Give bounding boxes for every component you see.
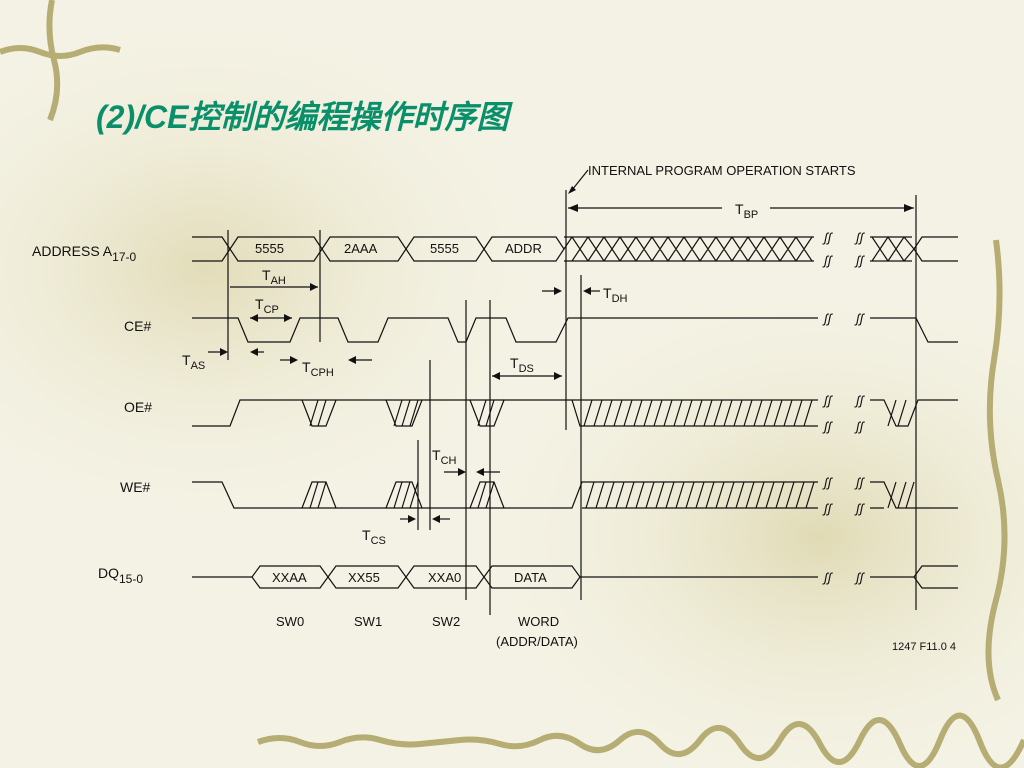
step-label-word: WORD bbox=[518, 614, 559, 629]
step-label-sw1: SW1 bbox=[354, 614, 382, 629]
svg-text:ʃʃ: ʃʃ bbox=[822, 253, 834, 268]
tas-label: TAS bbox=[182, 352, 205, 372]
svg-text:ʃʃ: ʃʃ bbox=[854, 393, 866, 408]
address-dont-care bbox=[563, 236, 958, 262]
svg-text:ʃʃ: ʃʃ bbox=[822, 501, 834, 516]
data-value-4: DATA bbox=[514, 570, 547, 585]
address-value-4: ADDR bbox=[505, 241, 542, 256]
ce-waveform bbox=[192, 317, 958, 343]
svg-text:ʃʃ: ʃʃ bbox=[854, 311, 866, 326]
svg-text:ʃʃ: ʃʃ bbox=[854, 501, 866, 516]
data-value-2: XX55 bbox=[348, 570, 380, 585]
svg-text:ʃʃ: ʃʃ bbox=[854, 570, 866, 585]
svg-text:ʃʃ: ʃʃ bbox=[822, 230, 834, 245]
tds-label: TDS bbox=[510, 355, 534, 375]
svg-text:ʃʃ: ʃʃ bbox=[822, 419, 834, 434]
tbp-label: TBP bbox=[735, 201, 758, 221]
step-label-sw0: SW0 bbox=[276, 614, 304, 629]
svg-text:ʃʃ: ʃʃ bbox=[822, 475, 834, 490]
tcs-label: TCS bbox=[362, 527, 386, 547]
signal-address-label: ADDRESS A17-0 bbox=[32, 243, 136, 264]
break-marks: ʃʃ ʃʃ ʃʃ ʃʃ bbox=[822, 230, 866, 268]
oe-waveform bbox=[192, 399, 958, 427]
tch-label: TCH bbox=[432, 447, 457, 467]
slide-title: (2)/CE控制的编程操作时序图 bbox=[96, 99, 509, 135]
step-label-addr-data: (ADDR/DATA) bbox=[496, 634, 578, 649]
tah-label: TAH bbox=[262, 267, 286, 287]
address-value-3: 5555 bbox=[430, 241, 459, 256]
we-waveform bbox=[192, 481, 958, 509]
address-value-2: 2AAA bbox=[344, 241, 378, 256]
internal-program-note: INTERNAL PROGRAM OPERATION STARTS bbox=[588, 163, 856, 178]
svg-text:ʃʃ: ʃʃ bbox=[822, 393, 834, 408]
svg-text:ʃʃ: ʃʃ bbox=[854, 419, 866, 434]
tdh-label: TDH bbox=[603, 285, 628, 305]
data-value-1: XXAA bbox=[272, 570, 307, 585]
step-label-sw2: SW2 bbox=[432, 614, 460, 629]
signal-ce-label: CE# bbox=[124, 318, 151, 334]
svg-text:ʃʃ: ʃʃ bbox=[822, 570, 834, 585]
signal-oe-label: OE# bbox=[124, 399, 152, 415]
figure-footnote: 1247 F11.0 4 bbox=[892, 641, 956, 653]
tcp-label: TCP bbox=[255, 296, 279, 316]
tcph-label: TCPH bbox=[302, 359, 334, 379]
vine-decoration bbox=[0, 44, 121, 59]
signal-we-label: WE# bbox=[120, 479, 151, 495]
svg-text:ʃʃ: ʃʃ bbox=[854, 475, 866, 490]
svg-text:ʃʃ: ʃʃ bbox=[854, 253, 866, 268]
svg-text:ʃʃ: ʃʃ bbox=[822, 311, 834, 326]
address-value-1: 5555 bbox=[255, 241, 284, 256]
data-value-3: XXA0 bbox=[428, 570, 461, 585]
signal-dq-label: DQ15-0 bbox=[98, 565, 143, 586]
svg-text:ʃʃ: ʃʃ bbox=[854, 230, 866, 245]
